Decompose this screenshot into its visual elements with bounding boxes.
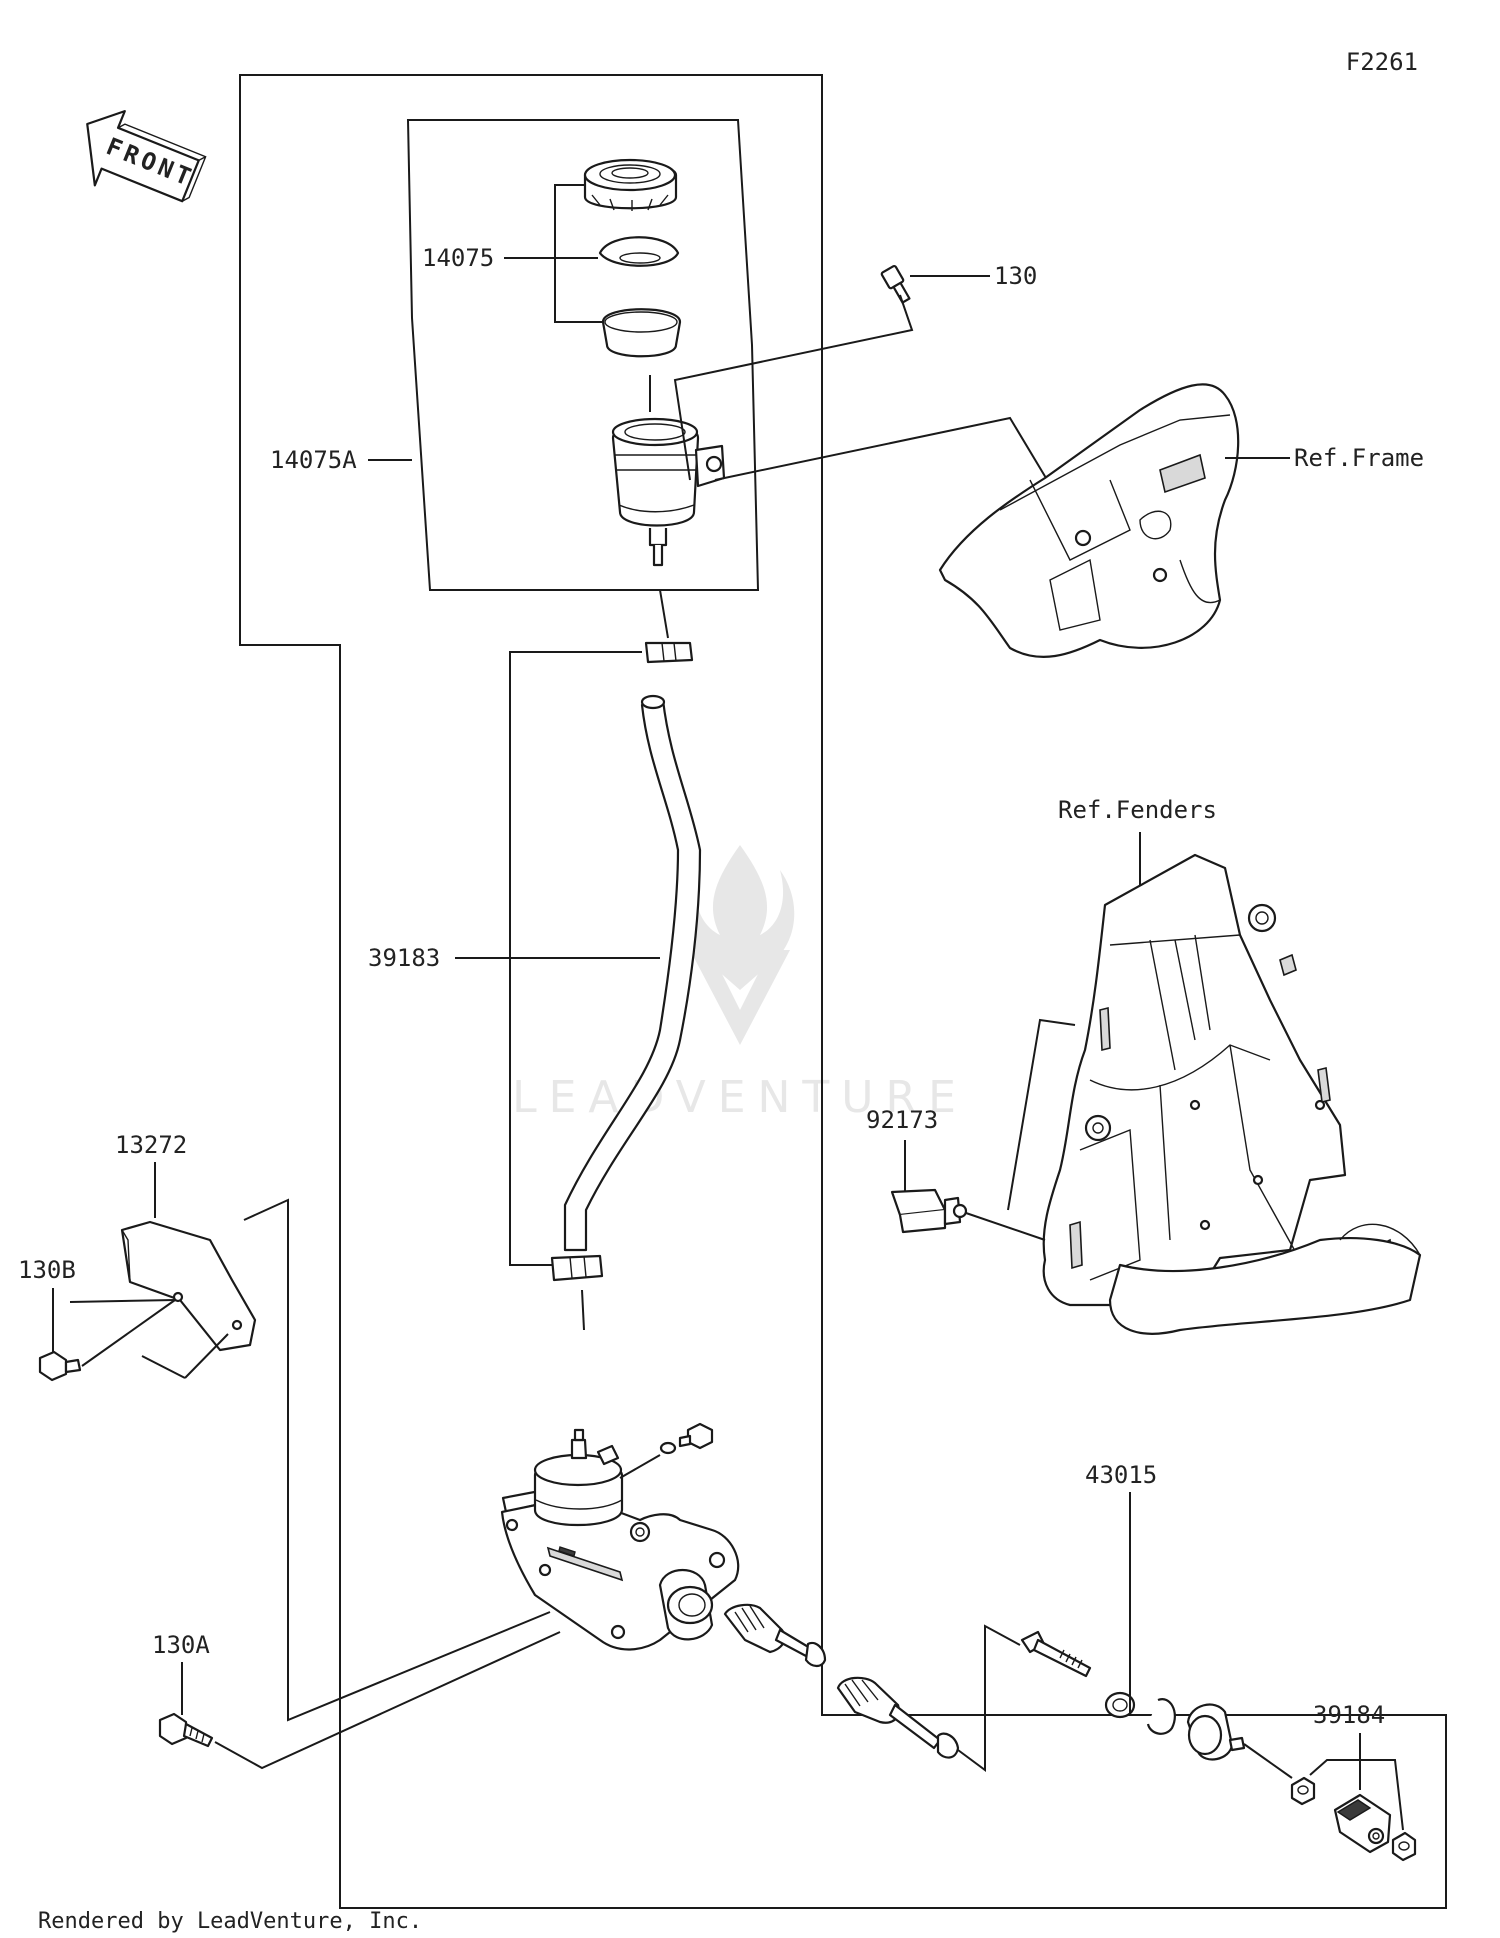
bracket-39184 [1309, 1759, 1404, 1831]
watermark: LEADVENTURE [512, 845, 968, 1123]
bracket-clamps [509, 651, 642, 1266]
piston-spring-1 [723, 1603, 827, 1668]
bolt-cylinder-top [678, 1422, 714, 1450]
bracket-13272 [69, 1299, 229, 1379]
leader-130a-to-cylinder [214, 1631, 561, 1770]
frame-reference [938, 383, 1240, 658]
leader-130-to-frame [673, 294, 914, 481]
bolt-130a [158, 1712, 214, 1748]
part-label-14075: 14075 [422, 244, 494, 272]
part-label-14075a: 14075A [270, 446, 357, 474]
leader-reservoir-to-frame [714, 416, 1047, 481]
watermark-text: LEADVENTURE [512, 1072, 968, 1123]
assembly-outline-43015 [239, 74, 1447, 1909]
ref-fenders-label: Ref.Fenders [1058, 796, 1217, 824]
reservoir-hose-39183 [563, 694, 702, 1252]
nut-clevis [1391, 1831, 1417, 1862]
leader-clamp-to-cylinder [581, 1289, 585, 1331]
guard-plate-13272 [120, 1220, 257, 1352]
clevis-39184 [1333, 1793, 1392, 1854]
nut-small [1290, 1776, 1316, 1806]
footer-credit: Rendered by LeadVenture, Inc. [38, 1909, 422, 1934]
leader-cylinder-banjo [619, 1454, 661, 1479]
fenders-reference [1042, 853, 1422, 1335]
ref-frame-label: Ref.Frame [1294, 444, 1424, 472]
piston-spring-2 [836, 1676, 960, 1759]
part-label-130b: 130B [18, 1256, 76, 1284]
diagram-code: F2261 [1346, 48, 1418, 76]
part-label-92173: 92173 [866, 1106, 938, 1134]
bracket-14075 [554, 184, 603, 323]
push-rod [1020, 1630, 1092, 1678]
reservoir-diaphragm [601, 308, 682, 358]
leader-92173-to-fender [965, 1212, 1046, 1241]
washer-small [659, 1441, 677, 1455]
part-label-39183: 39183 [368, 944, 440, 972]
reservoir-cap [583, 158, 678, 211]
leader-clamp-upper [659, 589, 669, 639]
part-label-39184: 39184 [1313, 1701, 1385, 1729]
bolt-130b [38, 1350, 82, 1382]
leader-130b-to-plate [81, 1299, 176, 1367]
circlip [1146, 1698, 1176, 1735]
nut-washer [1104, 1691, 1136, 1719]
hose-clamp-lower [550, 1254, 604, 1282]
part-label-130a: 130A [152, 1631, 210, 1659]
bracket-pushrod [957, 1624, 1021, 1772]
part-label-43015: 43015 [1085, 1461, 1157, 1489]
master-cylinder [500, 1428, 740, 1651]
bolt-130 [880, 264, 911, 304]
bracket-guard-to-cylinder [243, 1198, 551, 1722]
part-label-130: 130 [994, 262, 1037, 290]
leader-boot-to-nut [1243, 1743, 1293, 1779]
part-label-13272: 13272 [115, 1131, 187, 1159]
reservoir-tank [611, 417, 726, 567]
reservoir-plate [598, 236, 680, 267]
boot [1186, 1703, 1246, 1761]
hose-clamp-upper [644, 641, 694, 664]
assembly-outline-14075a [406, 119, 760, 591]
clip-92173 [890, 1188, 968, 1234]
bracket-92173 [1007, 1018, 1076, 1211]
front-arrow-icon: FRONT [86, 110, 207, 203]
